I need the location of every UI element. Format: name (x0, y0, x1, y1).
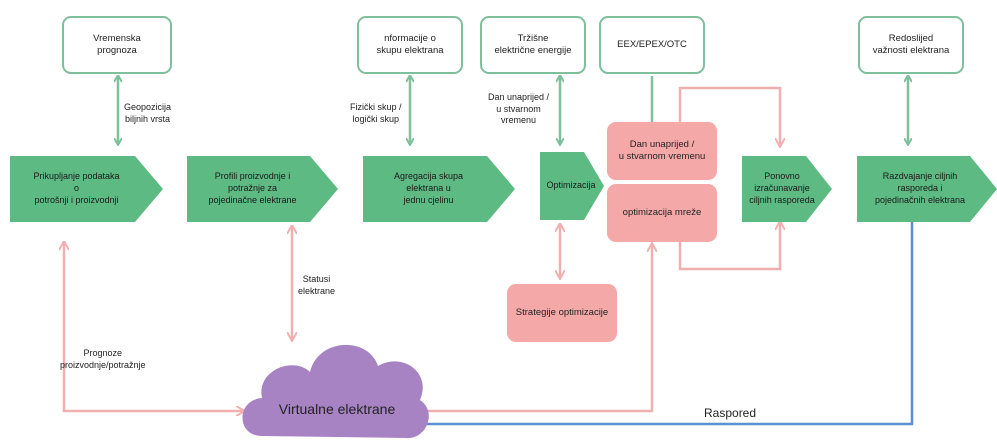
arrow-schedule (426, 222, 914, 424)
step-optimization-label: Optimizacija (546, 180, 596, 191)
optimization-strategies-box: Strategije optimizacije (507, 284, 617, 342)
grid-optimization-box: optimizacija mreže (607, 184, 717, 242)
day-ahead-box: Dan unaprijed / u stvarnom vremenu (607, 122, 717, 180)
geoposition-label: Geopozicija biljnih vrsta (124, 102, 172, 124)
arrow-cloud-grid (424, 244, 652, 413)
virtual-plants-label: Virtualne elektrane (278, 401, 396, 417)
step-split-shape (857, 156, 997, 222)
market-price-box: Tržišne električne energije (480, 16, 586, 74)
step-collect-shape (10, 156, 163, 222)
arrow-cloud-collect (64, 242, 244, 411)
exchange-box: EEX/EPEX/OTC (599, 16, 705, 74)
step-aggregation-shape (363, 156, 515, 222)
step-collect-label: Prikupljanje podataka o potrošnji i proi… (33, 171, 120, 205)
arrow-loop-top (678, 86, 780, 146)
weather-forecast-box: Vremenska prognoza (62, 16, 172, 74)
physical-logical-label: Fizički skup / logički skup (350, 102, 402, 124)
plant-priority-box: Redoslijed važnosti elektrana (858, 16, 964, 74)
schedule-label: Raspored (704, 406, 757, 420)
step-optimization-shape (540, 152, 604, 220)
cloud-shape (242, 344, 429, 439)
day-ahead-realtime-label: Dan unaprijed / u stvarnom vremenu (488, 92, 550, 126)
step-aggregation-label: Agregacija skupa elektrana u jednu cjeli… (393, 171, 464, 205)
step-profiles-shape (187, 156, 338, 222)
plant-status-label: Statusi elektrane (298, 274, 336, 296)
step-profiles-label: Profili proizvodnje i potražnje za pojed… (208, 171, 297, 205)
plant-info-box: nformacije o skupu elektrana (357, 16, 463, 74)
forecasts-label: Prognoze proizvodnje/potražnje (60, 348, 146, 370)
step-recalc-shape (742, 156, 832, 222)
arrow-loop-bottom (678, 222, 780, 271)
step-recalc-label: Ponovno izračunavanje ciljnih rasporeda (749, 171, 815, 205)
step-split-label: Razdvajanje ciljnih rasporeda i pojedina… (874, 171, 966, 205)
